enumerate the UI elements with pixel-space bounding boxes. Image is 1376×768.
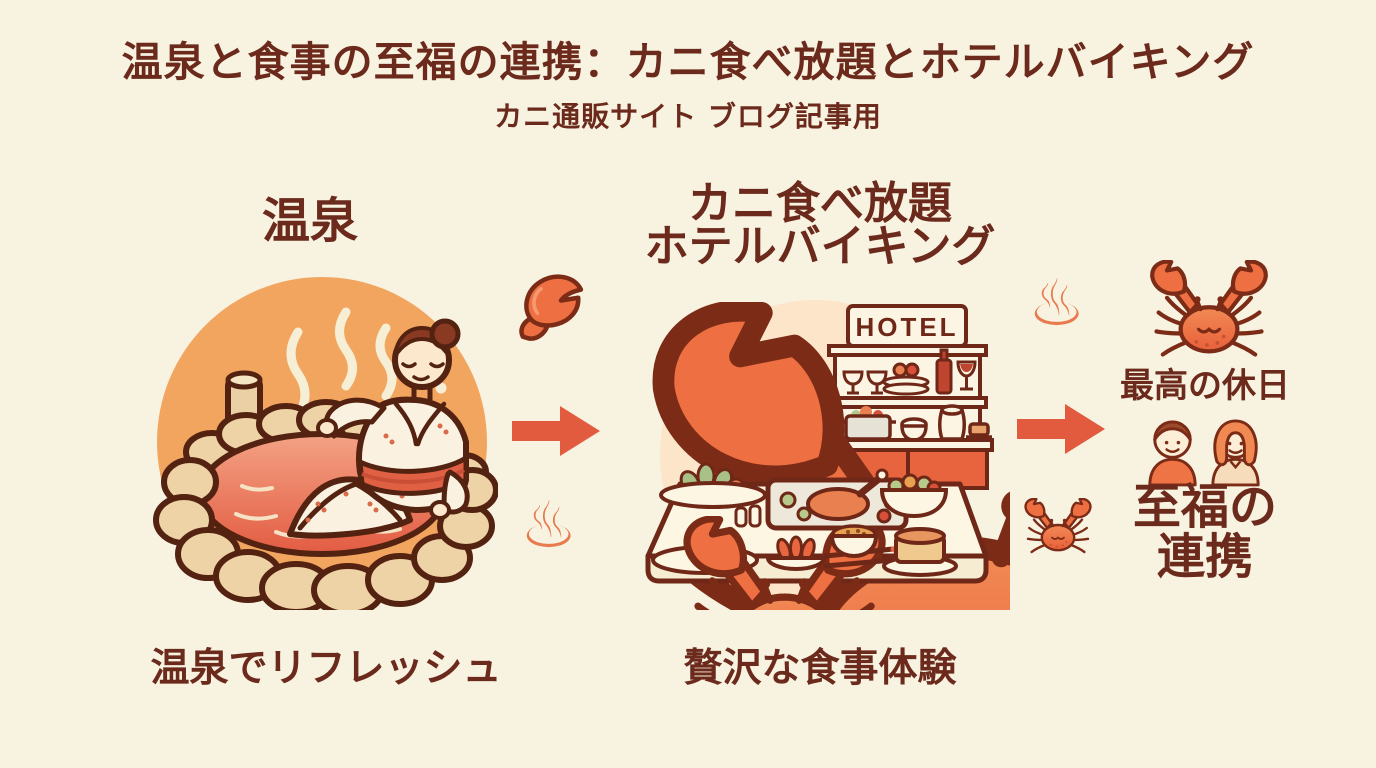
couple-icon xyxy=(1140,410,1268,487)
result-phrase-line1: 至福の xyxy=(1132,479,1277,535)
buffet-caption: 贅沢な食事体験 xyxy=(683,646,957,691)
shelf-row1-items xyxy=(842,348,977,396)
salad-plate xyxy=(659,462,767,509)
crab-legs-dish xyxy=(765,535,827,571)
hotel-sign: HOTEL xyxy=(855,312,958,342)
rice-bowl xyxy=(829,524,879,559)
steamer-soup xyxy=(882,527,958,577)
crab-plate xyxy=(651,519,882,610)
result-heading: 最高の休日 xyxy=(1120,366,1290,406)
salt-pepper-shakers xyxy=(734,504,762,528)
salad-bowl xyxy=(879,473,949,519)
page-subtitle: カニ通販サイト ブログ記事用 xyxy=(494,100,882,133)
buffet-table xyxy=(645,462,989,610)
arrow-right-icon xyxy=(512,406,600,456)
buffet-heading-line1: カニ食べ放題 xyxy=(688,178,952,229)
hotel-shelf: HOTEL xyxy=(821,304,994,490)
onsen-heading: 温泉 xyxy=(261,193,358,249)
rocks-front xyxy=(153,457,498,610)
onsen-illustration xyxy=(153,277,498,610)
small-crab-icon xyxy=(1022,498,1094,558)
crab-claw-icon xyxy=(510,266,592,344)
page-title: 温泉と食事の至福の連携：カニ食べ放題とホテルバイキング xyxy=(121,38,1255,86)
result-phrase-line2: 連携 xyxy=(1156,529,1253,585)
buffet-heading-line2: ホテルバイキング xyxy=(644,221,996,272)
arrow-right-icon xyxy=(1017,404,1105,454)
crab-icon xyxy=(1146,260,1272,365)
hot-spring-icon: ♨ xyxy=(1028,267,1086,341)
onsen-caption: 温泉でリフレッシュ xyxy=(150,646,502,691)
buffet-illustration: HOTEL xyxy=(645,300,1010,610)
woman-bathing xyxy=(316,318,470,520)
hot-spring-icon: ♨ xyxy=(520,489,578,563)
